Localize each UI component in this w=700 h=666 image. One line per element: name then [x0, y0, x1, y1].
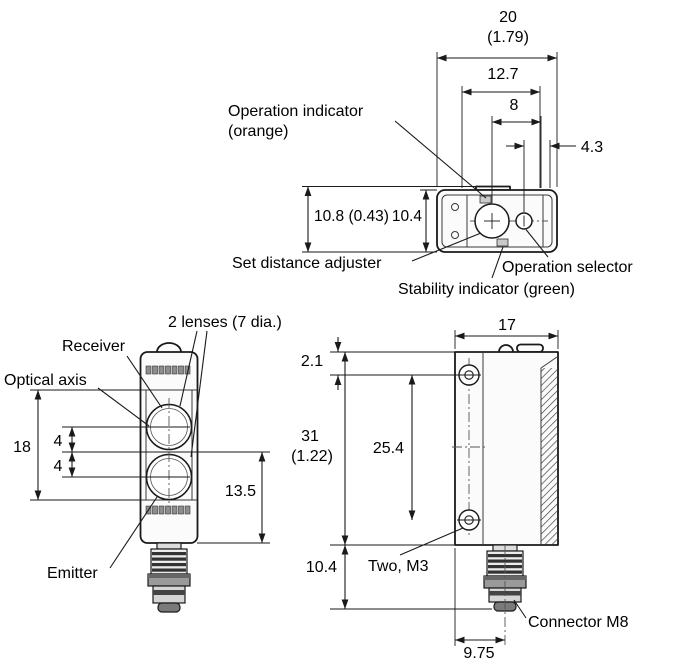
- indicator-window-top: [145, 365, 191, 375]
- dim-4-upper-label: 4: [54, 433, 63, 450]
- stability-indicator-label: Stability indicator (green): [398, 281, 575, 298]
- dim-10-4-top-label: 10.4: [392, 208, 423, 225]
- front-view: [139, 342, 199, 613]
- top-view: [436, 185, 558, 253]
- front-view-dimensions: 18 4 4 13.5: [13, 389, 270, 544]
- dim-18-label: 18: [13, 439, 31, 456]
- operation-selector-label: Operation selector: [502, 259, 633, 276]
- side-grip-texture: [541, 368, 558, 545]
- operation-indicator-label: Operation indicator: [228, 103, 364, 120]
- dim-25-4-label: 25.4: [373, 440, 404, 457]
- side-view-dimensions: 17 2.1 31 (1.22) 25.4 10.4 9.75: [291, 317, 559, 662]
- receiver-label: Receiver: [62, 338, 126, 355]
- dim-10-4-side-label: 10.4: [306, 559, 337, 576]
- optical-axis-label: Optical axis: [4, 372, 87, 389]
- two-m3-label: Two, M3: [368, 558, 429, 575]
- top-view-dimensions: 20 (1.79) 12.7 8 4.3 10.8 (0.43) 10.4: [302, 9, 603, 253]
- top-view-screw-upper: [451, 203, 459, 211]
- dim-2-1-label: 2.1: [301, 353, 323, 370]
- dim-31-inch-label: (1.22): [291, 448, 333, 465]
- stability-indicator-led: [496, 238, 509, 247]
- adjuster-dome: [156, 342, 182, 353]
- dim-4-lower-label: 4: [54, 458, 63, 475]
- operation-indicator-led: [479, 195, 492, 204]
- side-view-labels: Two, M3 Connector M8: [368, 527, 629, 631]
- dim-13-5-label: 13.5: [225, 483, 256, 500]
- dim-31-label: 31: [301, 428, 319, 445]
- front-view-labels: 2 lenses (7 dia.) Receiver Optical axis …: [4, 314, 282, 582]
- top-view-labels: Operation indicator (orange) Set distanc…: [228, 103, 633, 298]
- lenses-label: 2 lenses (7 dia.): [168, 314, 282, 331]
- operation-indicator-label-2: (orange): [228, 123, 288, 140]
- set-distance-adjuster-label: Set distance adjuster: [232, 255, 382, 272]
- side-adjuster-bump: [498, 344, 514, 353]
- indicator-window-bottom: [145, 505, 191, 515]
- connector-front: [147, 542, 191, 613]
- side-indicator-bump: [516, 343, 544, 353]
- dim-8-label: 8: [510, 97, 519, 114]
- dim-12-7-label: 12.7: [487, 66, 518, 83]
- dim-9-75-label: 9.75: [463, 645, 494, 661]
- dim-10-8-label: 10.8 (0.43): [314, 208, 389, 225]
- dim-4-3-label: 4.3: [581, 139, 603, 156]
- connector-m8-label: Connector M8: [528, 614, 629, 631]
- dim-20-label: 20: [499, 9, 517, 26]
- dim-20-inch-label: (1.79): [487, 29, 529, 46]
- emitter-label: Emitter: [47, 565, 98, 582]
- top-view-screw-lower: [451, 231, 459, 239]
- dim-17-label: 17: [498, 317, 516, 334]
- top-view-inner-frame: [441, 194, 553, 248]
